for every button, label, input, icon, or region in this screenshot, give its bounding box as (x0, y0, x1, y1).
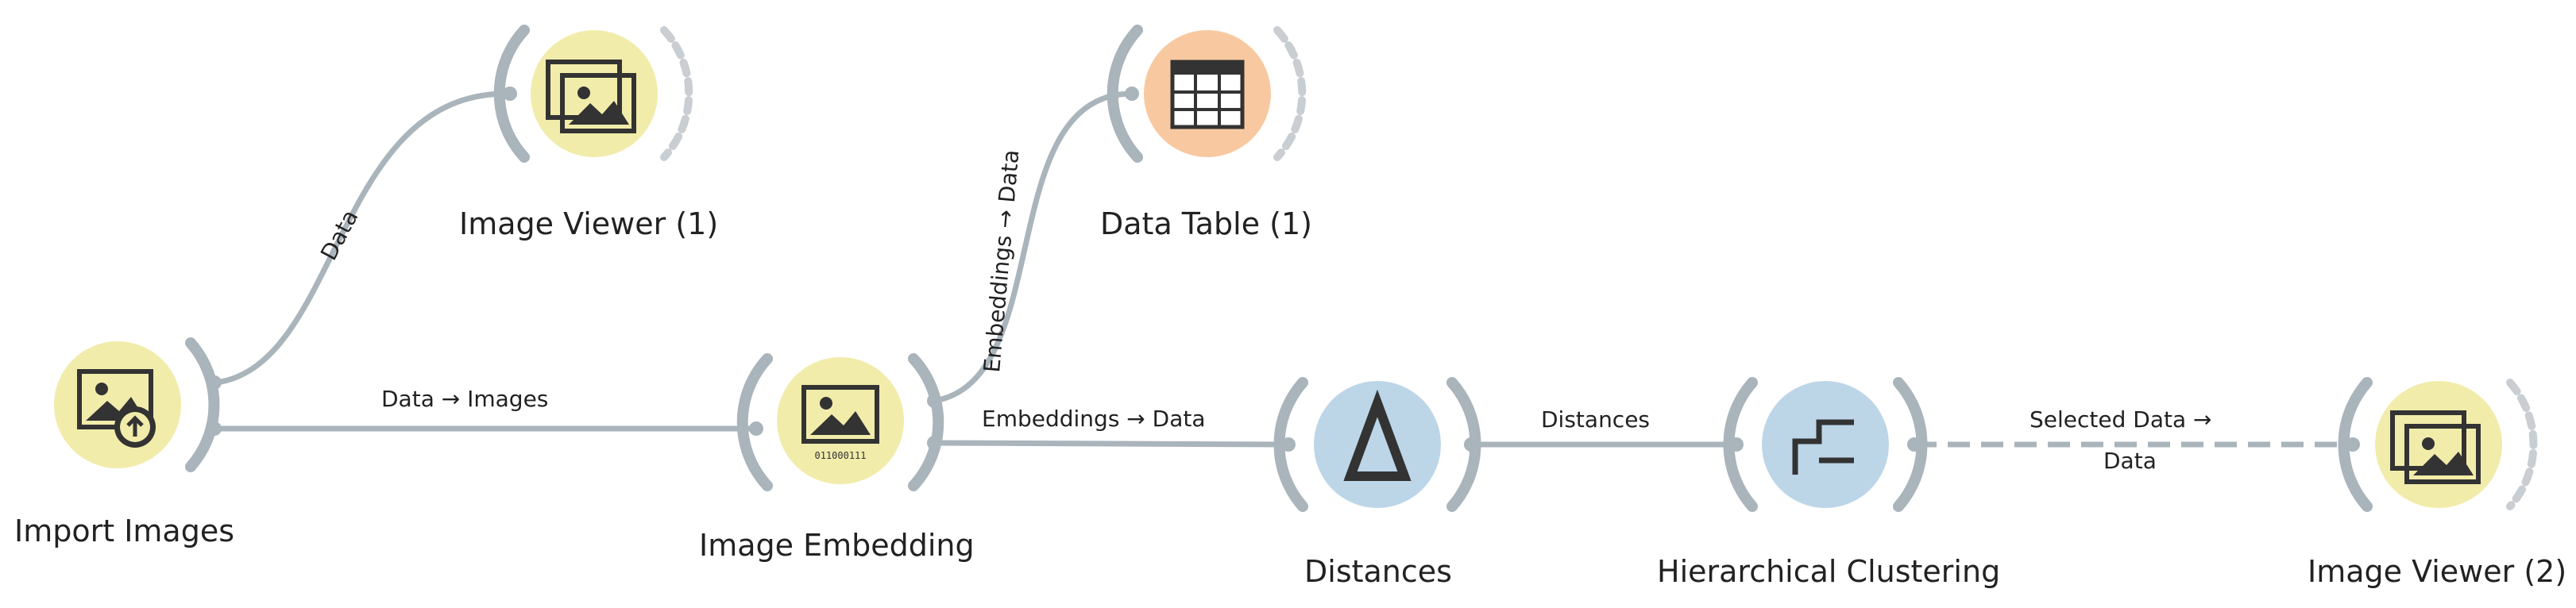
output-arc[interactable] (1893, 377, 1928, 512)
output-arc[interactable] (908, 353, 944, 491)
input-arc[interactable] (493, 25, 530, 163)
input-port[interactable] (749, 421, 763, 436)
input-port[interactable] (1281, 437, 1296, 452)
node-distances[interactable]: Distances (1273, 377, 1481, 589)
input-port[interactable] (1125, 87, 1139, 101)
node-label: Import Images (14, 514, 234, 548)
table-icon (1170, 60, 1245, 129)
output-arc[interactable] (185, 337, 220, 472)
link-embedding-to-distances[interactable] (933, 440, 1288, 448)
input-arc[interactable] (1106, 25, 1143, 163)
input-arc[interactable] (1723, 377, 1758, 512)
output-port[interactable] (927, 394, 941, 408)
link-label-embeddings-data-vertical: Embeddings → Data (979, 148, 1024, 373)
node-image-viewer-2[interactable]: Image Viewer (2) (2308, 377, 2566, 589)
node-data-table-1[interactable]: Data Table (1) (1100, 25, 1312, 241)
delta-icon (1343, 389, 1412, 481)
image-embedding-icon: 011000111 (801, 385, 879, 461)
link-label-data-2: Data (2103, 448, 2157, 474)
input-arc[interactable] (1273, 377, 1308, 512)
node-import-images[interactable]: Import Images (14, 337, 234, 548)
output-port[interactable] (207, 375, 222, 390)
node-label: Distances (1304, 554, 1452, 589)
link-import-to-viewer1[interactable] (215, 90, 509, 386)
input-arc[interactable] (736, 353, 773, 491)
link-embedding-to-table[interactable] (933, 90, 1133, 404)
node-label: Image Embedding (699, 528, 975, 563)
output-arc-inactive (1273, 26, 1307, 161)
dendrogram-icon (1792, 419, 1854, 475)
output-arc-inactive (2506, 379, 2538, 510)
output-port[interactable] (1907, 437, 1921, 452)
image-import-icon (77, 369, 156, 448)
binary-code-text: 011000111 (814, 450, 866, 461)
input-port[interactable] (503, 87, 517, 101)
node-circle[interactable] (1762, 381, 1889, 508)
output-port[interactable] (927, 436, 941, 450)
node-image-viewer-1[interactable]: Image Viewer (1) (459, 25, 718, 241)
input-arc[interactable] (2338, 377, 2373, 512)
link-label-data: Data (315, 206, 364, 265)
image-gallery-icon (2390, 410, 2481, 484)
node-hierarchical-clustering[interactable]: Hierarchical Clustering (1657, 377, 2000, 589)
node-label: Hierarchical Clustering (1657, 554, 2000, 589)
node-circle[interactable] (54, 341, 181, 468)
node-label: Image Viewer (1) (459, 206, 718, 241)
input-port[interactable] (1729, 437, 1744, 452)
image-gallery-icon (546, 60, 636, 133)
link-label-embeddings-data: Embeddings → Data (982, 406, 1206, 432)
link-label-data-images: Data → Images (381, 386, 548, 412)
node-image-embedding[interactable]: 011000111 Image Embedding (699, 353, 975, 563)
output-port[interactable] (207, 421, 222, 436)
node-label: Data Table (1) (1100, 206, 1312, 241)
input-port[interactable] (2346, 437, 2360, 452)
links-layer (215, 90, 2351, 448)
node-label: Image Viewer (2) (2308, 554, 2566, 589)
link-label-distances: Distances (1541, 406, 1650, 433)
link-label-selected-data: Selected Data → (2030, 406, 2212, 433)
output-port[interactable] (1464, 437, 1478, 452)
node-circle[interactable] (777, 357, 904, 484)
output-arc-inactive (660, 26, 693, 161)
